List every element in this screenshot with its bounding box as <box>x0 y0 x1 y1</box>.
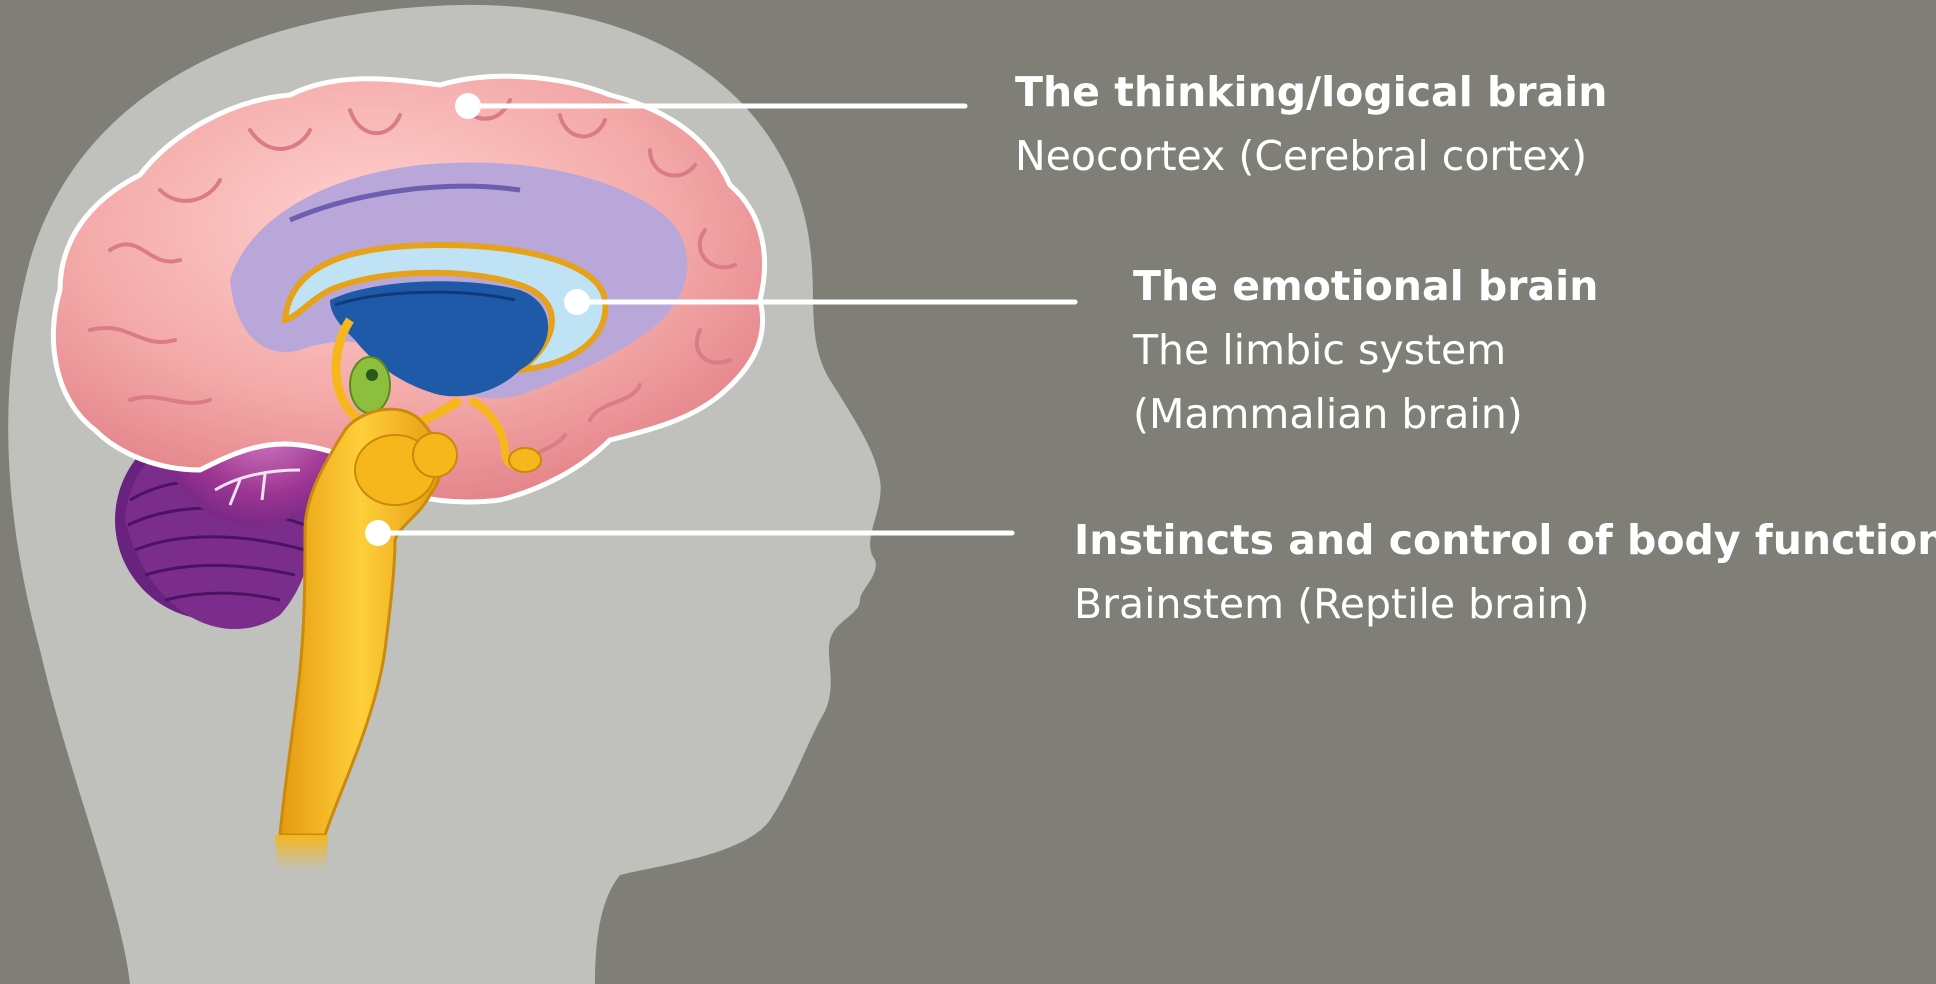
callout-line-limbic-1: The limbic system <box>1133 318 1598 382</box>
callout-line-brainstem: Brainstem (Reptile brain) <box>1074 572 1936 636</box>
callout-title-limbic: The emotional brain <box>1133 254 1598 318</box>
leader-dot-neocortex <box>455 93 481 119</box>
leader-dot-brainstem <box>365 520 391 546</box>
callout-brainstem: Instincts and control of body functions … <box>1074 508 1936 636</box>
callout-title-brainstem: Instincts and control of body functions <box>1074 508 1936 572</box>
mammillary-body <box>509 448 541 472</box>
callout-limbic: The emotional brain The limbic system (M… <box>1133 254 1598 446</box>
thalamus <box>350 357 390 413</box>
leader-dot-limbic <box>564 289 590 315</box>
callout-line-neocortex: Neocortex (Cerebral cortex) <box>1015 124 1608 188</box>
callout-line-limbic-2: (Mammalian brain) <box>1133 382 1598 446</box>
callout-title-neocortex: The thinking/logical brain <box>1015 60 1608 124</box>
callout-neocortex: The thinking/logical brain Neocortex (Ce… <box>1015 60 1608 188</box>
